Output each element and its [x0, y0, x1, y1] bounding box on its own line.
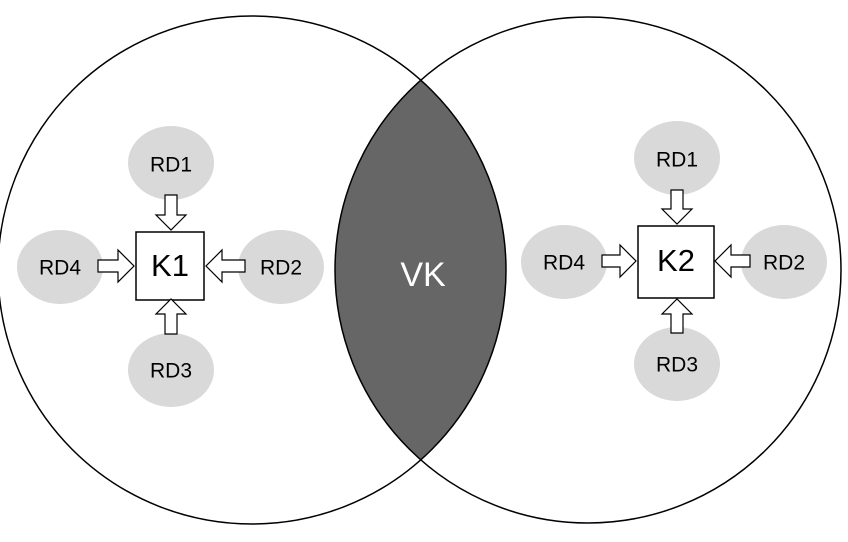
- rd3-node-left: [128, 333, 214, 407]
- rd1-node-right: [634, 121, 720, 195]
- rd4-label-right: RD4: [543, 252, 585, 275]
- rd2-label-left: RD2: [260, 257, 302, 280]
- rd3-label-right: RD3: [656, 354, 698, 377]
- overlap-region: [335, 17, 506, 523]
- rd3-node-right: [634, 327, 720, 401]
- k1-label: K1: [151, 248, 189, 283]
- arrow-down-icon: [660, 189, 694, 225]
- k2-label: K2: [657, 243, 695, 278]
- right-circle: [334, 16, 842, 524]
- left-cluster: K1 RD1 RD4 RD2 RD3: [17, 126, 324, 407]
- arrow-right-icon: [601, 243, 637, 279]
- rd3-label-left: RD3: [150, 360, 192, 383]
- right-cluster: K2 RD1 RD4 RD2 RD3: [521, 121, 827, 401]
- rd2-node-right: [741, 225, 827, 299]
- arrow-left-icon: [714, 243, 751, 279]
- rd1-label-right: RD1: [656, 149, 698, 172]
- arrow-up-icon: [660, 298, 694, 334]
- arrow-down-icon: [154, 194, 188, 231]
- rd4-node-right: [521, 225, 607, 299]
- arrow-up-icon: [154, 298, 188, 335]
- arrow-left-icon: [205, 248, 246, 284]
- rd1-node-left: [128, 126, 214, 200]
- rd4-label-left: RD4: [39, 257, 81, 280]
- k2-box: [637, 225, 715, 299]
- overlap-label: VK: [400, 256, 446, 294]
- left-circle: [0, 15, 507, 525]
- rd1-label-left: RD1: [150, 154, 192, 177]
- arrow-right-icon: [97, 248, 135, 284]
- rd2-label-right: RD2: [763, 252, 805, 275]
- rd4-node-left: [17, 230, 103, 304]
- rd2-node-left: [238, 230, 324, 304]
